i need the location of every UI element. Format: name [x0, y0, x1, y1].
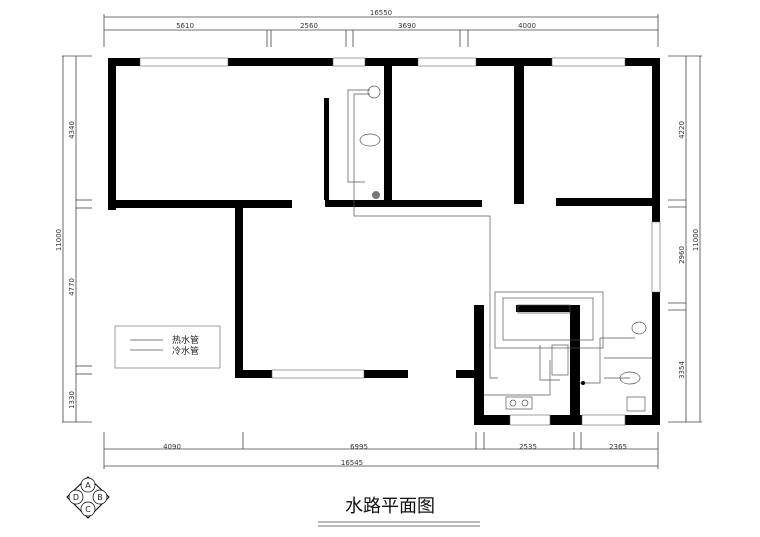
compass-label-b: B — [97, 493, 103, 502]
compass-label-d: D — [73, 493, 79, 502]
left-dimension: 4340 4770 1330 11000 — [55, 55, 92, 423]
right-dimension-3: 3354 — [678, 361, 686, 379]
water-pipes — [347, 89, 652, 396]
bottom-dimension-2: 6995 — [350, 443, 368, 451]
right-dimension-1: 4220 — [678, 121, 686, 139]
pipe-junction-icon — [581, 381, 585, 385]
pipe-legend: 热水管 冷水管 — [114, 325, 221, 369]
kitchen-cabinet-icon — [517, 304, 571, 314]
top-dimension-1: 5610 — [176, 22, 194, 30]
right-dimension-2: 2960 — [678, 246, 686, 264]
bottom-dimension: 4090 6995 2535 2365 16545 — [103, 432, 659, 469]
left-dimension-2: 4770 — [68, 278, 76, 296]
right-total-dimension: 11000 — [692, 229, 700, 251]
left-dimension-3: 1330 — [68, 391, 76, 409]
sink-icon — [551, 344, 569, 376]
bottom-total-dimension: 16545 — [341, 459, 363, 467]
toilet-icon — [359, 133, 381, 147]
bath-toilet-icon — [619, 371, 641, 385]
water-heater-icon — [626, 396, 646, 412]
left-dimension-1: 4340 — [68, 121, 76, 139]
left-total-dimension: 11000 — [55, 229, 63, 251]
bath-washbasin-icon — [631, 321, 647, 335]
gas-stove-icon — [505, 396, 533, 410]
hot-water-pipe-label: 热水管 — [172, 334, 199, 346]
top-total-dimension: 16550 — [370, 9, 392, 17]
walls — [108, 57, 661, 426]
drawing-title: 水路平面图 — [345, 496, 435, 517]
compass-label-c: C — [85, 505, 91, 514]
top-dimension: 16550 5610 2560 3690 4000 — [103, 9, 659, 47]
cold-water-pipe-label: 冷水管 — [172, 345, 199, 357]
right-dimension: 4220 2960 3354 11000 — [668, 55, 702, 423]
compass-icon: A B C D — [66, 476, 110, 519]
top-dimension-2: 2560 — [300, 22, 318, 30]
top-dimension-4: 4000 — [518, 22, 536, 30]
bottom-dimension-3: 2535 — [519, 443, 537, 451]
floor-drain-icon — [372, 191, 380, 199]
compass-label-a: A — [85, 481, 91, 490]
washbasin-icon — [367, 85, 381, 99]
bottom-dimension-1: 4090 — [163, 443, 181, 451]
top-dimension-3: 3690 — [398, 22, 416, 30]
fixtures — [359, 85, 647, 412]
bottom-dimension-4: 2365 — [609, 443, 627, 451]
